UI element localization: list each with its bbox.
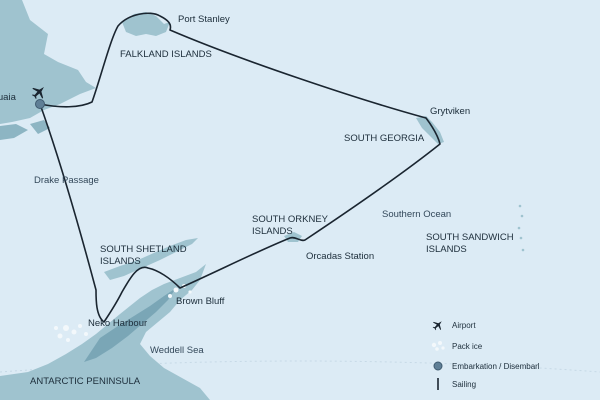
legend-item-pack-ice: Pack ice	[431, 341, 483, 351]
label-brown-bluff: Brown Bluff	[176, 296, 225, 307]
pack-ice-area	[54, 284, 192, 342]
map-legend: Airport Pack ice Embarkation / Disembarl…	[431, 321, 540, 390]
label-port-stanley: Port Stanley	[178, 14, 230, 25]
sailing-route	[39, 12, 441, 323]
latitude-line	[0, 360, 600, 373]
airplane-icon	[31, 87, 44, 100]
south-shetland-islands-land	[104, 238, 198, 280]
tierra-del-fuego-islands	[0, 120, 50, 140]
label-south-shetland-line2: ISLANDS	[100, 256, 141, 267]
legend-pack-ice-label: Pack ice	[452, 342, 483, 351]
falkland-islands-land	[122, 12, 170, 36]
label-orcadas-station: Orcadas Station	[306, 251, 374, 262]
label-south-sandwich-line2: ISLANDS	[426, 244, 467, 255]
tierra-del-fuego-land	[0, 0, 96, 124]
label-weddell-sea: Weddell Sea	[150, 345, 204, 356]
label-ushuaia: Ushuaia	[0, 92, 17, 103]
legend-airplane-icon	[432, 321, 442, 331]
embarkation-marker-ushuaia	[35, 99, 45, 109]
legend-embarkation-marker-icon	[433, 361, 443, 371]
legend-airport-label: Airport	[452, 321, 476, 330]
antarctic-peninsula-land	[0, 264, 210, 400]
label-falkland-islands: FALKLAND ISLANDS	[120, 49, 212, 60]
label-antarctic-peninsula: ANTARCTIC PENINSULA	[30, 376, 141, 387]
label-southern-ocean: Southern Ocean	[382, 209, 451, 220]
south-sandwich-islands-land	[517, 204, 525, 252]
label-neko-harbour: Neko Harbour	[88, 318, 147, 329]
label-south-orkney-line2: ISLANDS	[252, 226, 293, 237]
label-grytviken: Grytviken	[430, 106, 470, 117]
legend-sailing-label: Sailing	[452, 380, 476, 389]
legend-pack-ice-icon	[431, 341, 445, 351]
label-drake-passage: Drake Passage	[34, 175, 99, 186]
legend-item-airport: Airport	[432, 321, 476, 331]
label-south-orkney-line1: SOUTH ORKNEY	[252, 214, 329, 225]
legend-item-sailing: Sailing	[437, 378, 476, 390]
label-south-georgia: SOUTH GEORGIA	[344, 133, 425, 144]
legend-item-embarkation: Embarkation / Disembarl	[433, 361, 540, 371]
antarctic-peninsula-shading	[84, 288, 176, 362]
label-south-shetland-line1: SOUTH SHETLAND	[100, 244, 187, 255]
legend-embarkation-label: Embarkation / Disembarl	[452, 362, 540, 371]
label-south-sandwich-line1: SOUTH SANDWICH	[426, 232, 514, 243]
